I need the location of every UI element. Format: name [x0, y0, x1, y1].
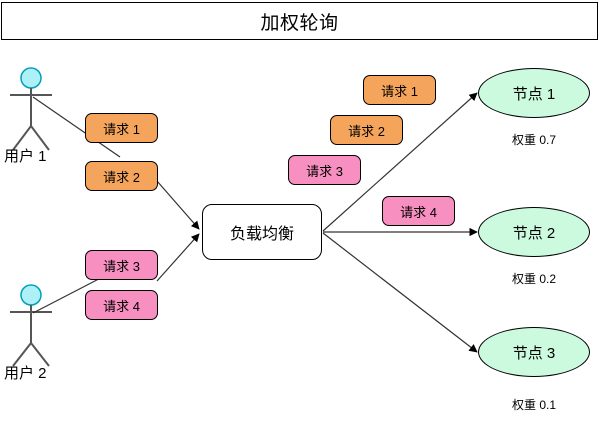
server-node-1-label: 节点 1 — [512, 85, 556, 103]
request-chip-incoming-1[interactable]: 请求 1 — [85, 113, 158, 143]
actor-label-user-2: 用户 2 — [4, 365, 47, 382]
server-node-2-weight: 权重 0.2 — [511, 272, 557, 286]
actor-user-1-figure — [10, 67, 52, 151]
edge-user1-to-request — [32, 96, 121, 158]
request-chip-outgoing-1[interactable]: 请求 1 — [363, 75, 436, 105]
server-node-1-weight: 权重 0.7 — [511, 133, 557, 147]
edge-request3-to-balancer — [156, 233, 200, 282]
request-chip-incoming-2[interactable]: 请求 2 — [85, 161, 158, 191]
load-balancer-node[interactable]: 负载均衡 — [202, 204, 322, 260]
edge-balancer-to-node1 — [322, 92, 478, 232]
server-node-3-label: 节点 3 — [512, 344, 556, 362]
server-node-1[interactable]: 节点 1 — [478, 68, 590, 118]
page-title-text: 加权轮询 — [260, 12, 339, 34]
load-balancer-label: 负载均衡 — [229, 226, 294, 243]
edge-balancer-to-node3 — [322, 232, 478, 353]
server-node-3[interactable]: 节点 3 — [478, 327, 590, 377]
request-chip-outgoing-2[interactable]: 请求 2 — [330, 115, 403, 145]
request-chip-incoming-4[interactable]: 请求 4 — [85, 290, 158, 320]
server-node-3-weight: 权重 0.1 — [511, 398, 557, 412]
request-chip-outgoing-3[interactable]: 请求 3 — [288, 155, 361, 185]
request-chip-incoming-3[interactable]: 请求 3 — [85, 250, 158, 280]
actor-user-2-figure — [10, 284, 52, 367]
edge-request2-to-balancer — [156, 180, 200, 230]
page-title: 加权轮询 — [1, 2, 598, 40]
server-node-2-label: 节点 2 — [512, 224, 556, 242]
request-chip-outgoing-4[interactable]: 请求 4 — [382, 196, 455, 226]
server-node-2[interactable]: 节点 2 — [478, 207, 590, 257]
actor-label-user-1: 用户 1 — [4, 148, 47, 165]
